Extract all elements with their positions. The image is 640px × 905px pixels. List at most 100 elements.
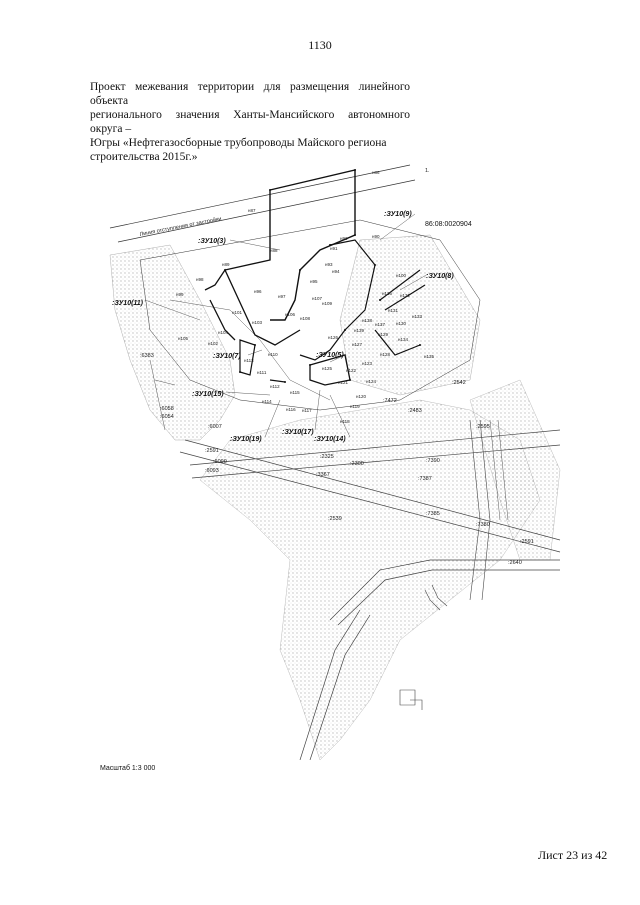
- point-label: н126: [328, 335, 338, 340]
- road: [469, 419, 491, 601]
- road-band: [109, 164, 416, 243]
- terrain-area: [109, 244, 236, 441]
- road-label: Линия отступления от застройки: [139, 215, 222, 238]
- point-label: н100: [396, 273, 406, 278]
- point-label: н90: [372, 234, 380, 239]
- cadastral-number: :2483: [408, 408, 422, 414]
- project-boundary: [374, 269, 426, 356]
- point-label: н86: [372, 170, 380, 175]
- point-label: н107: [312, 296, 322, 301]
- point-label: н136: [382, 291, 392, 296]
- cadastral-number: :7472: [383, 398, 397, 404]
- road: [189, 429, 561, 479]
- point-label: н131: [388, 308, 398, 313]
- title-line-2: регионального значения Ханты-Мансийского…: [90, 109, 410, 135]
- cadastral-map: Линия отступления от застройки 86:08:002…: [109, 164, 561, 760]
- sheet-total: из 42: [581, 848, 608, 862]
- point-label: н135: [424, 354, 434, 359]
- point-label: н105: [178, 336, 188, 341]
- point-label: н87: [248, 208, 256, 213]
- point-label: н138: [362, 318, 372, 323]
- road: [489, 419, 509, 521]
- project-boundary: [239, 339, 286, 383]
- point-label: н108: [300, 316, 310, 321]
- cadastral-number: :6090: [213, 459, 227, 465]
- point-label: н101: [232, 310, 242, 315]
- cadastral-number: :2640: [508, 560, 522, 566]
- title-line-3: Югры «Нефтегазосборные трубопроводы Майс…: [90, 137, 387, 149]
- point-label: н123: [362, 361, 372, 366]
- scale-label: Масштаб 1:3 000: [100, 765, 156, 772]
- point-label: н139: [354, 328, 364, 333]
- point-label: н112: [270, 384, 280, 389]
- sheet-number: Лист 23 из 42: [538, 848, 607, 863]
- cadastral-number: :2591: [520, 539, 534, 545]
- point-label: н97: [278, 294, 286, 299]
- cadastral-number: :2300: [350, 461, 364, 467]
- point-label: н110: [268, 352, 278, 357]
- point-label: н124: [366, 379, 376, 384]
- project-boundary: [269, 169, 356, 321]
- cadastral-number: :7390: [426, 458, 440, 464]
- cadastral-number: :3367: [316, 472, 330, 478]
- leader-lines: [144, 213, 429, 438]
- cadastral-number: :7385: [426, 511, 440, 517]
- document-title: Проект межевания территории для размещен…: [90, 80, 410, 164]
- plot-label: :ЗУ10(19): [230, 436, 262, 443]
- road: [179, 439, 561, 553]
- plot-label: :ЗУ10(11): [112, 300, 144, 307]
- point-label: н128: [380, 352, 390, 357]
- point-label: н94: [332, 269, 340, 274]
- point-label: н95: [310, 279, 318, 284]
- cadastral-block: 86:08:0020904: [425, 221, 472, 228]
- point-label: н91: [330, 246, 338, 251]
- cadastral-number: :2325: [320, 454, 334, 460]
- point-label: н134: [398, 337, 408, 342]
- point-label: н109: [322, 301, 332, 306]
- road: [309, 614, 371, 760]
- project-boundary: [299, 239, 376, 361]
- road: [337, 569, 560, 626]
- point-label: н114: [262, 399, 272, 404]
- point-label: н98: [196, 277, 204, 282]
- point-label: н122: [346, 368, 356, 373]
- cadastral-number: :2539: [328, 516, 342, 522]
- plot-label: :ЗУ10(9): [384, 211, 412, 218]
- boundary-markers: [224, 169, 421, 383]
- point-label: н129: [378, 332, 388, 337]
- point-label: н115: [290, 390, 300, 395]
- cadastral-number: :6058: [160, 406, 174, 412]
- point-label: н116: [286, 407, 296, 412]
- point-label: н121: [338, 380, 348, 385]
- structure: [424, 584, 448, 611]
- point-label: н133: [412, 314, 422, 319]
- corner-tag: 1.: [425, 168, 430, 174]
- point-label: н104: [218, 330, 228, 335]
- point-labels: н86 н87 н88 н89 н90 н91 н92 н93 н94 н95 …: [176, 170, 434, 424]
- cadastral-number: :2595: [476, 424, 490, 430]
- point-label: н88: [270, 248, 278, 253]
- plot-label: :ЗУ10(5): [316, 352, 344, 359]
- point-label: н106: [285, 312, 295, 317]
- point-label: н118: [340, 419, 350, 424]
- point-label: н99: [176, 292, 184, 297]
- cadastral-number: :6383: [140, 353, 154, 359]
- page-number: 1130: [308, 38, 332, 52]
- title-line-1: Проект межевания территории для размещен…: [90, 81, 410, 107]
- point-label: н111: [257, 370, 267, 375]
- point-label: н117: [302, 408, 312, 413]
- cadastral-number: :6054: [160, 414, 174, 420]
- sheet-label: Лист 23: [538, 848, 579, 862]
- road: [299, 609, 361, 760]
- plot-label: :ЗУ10(14): [314, 436, 346, 443]
- terrain-area: [339, 234, 481, 396]
- point-label: н96: [254, 289, 262, 294]
- cadastral-number: :7380: [476, 522, 490, 528]
- point-label: н102: [208, 341, 218, 346]
- project-boundary: [204, 268, 301, 346]
- point-label: н92: [340, 236, 348, 241]
- point-label: н103: [252, 320, 262, 325]
- point-label: н127: [352, 342, 362, 347]
- plot-boundary: [139, 219, 481, 411]
- road: [329, 559, 560, 621]
